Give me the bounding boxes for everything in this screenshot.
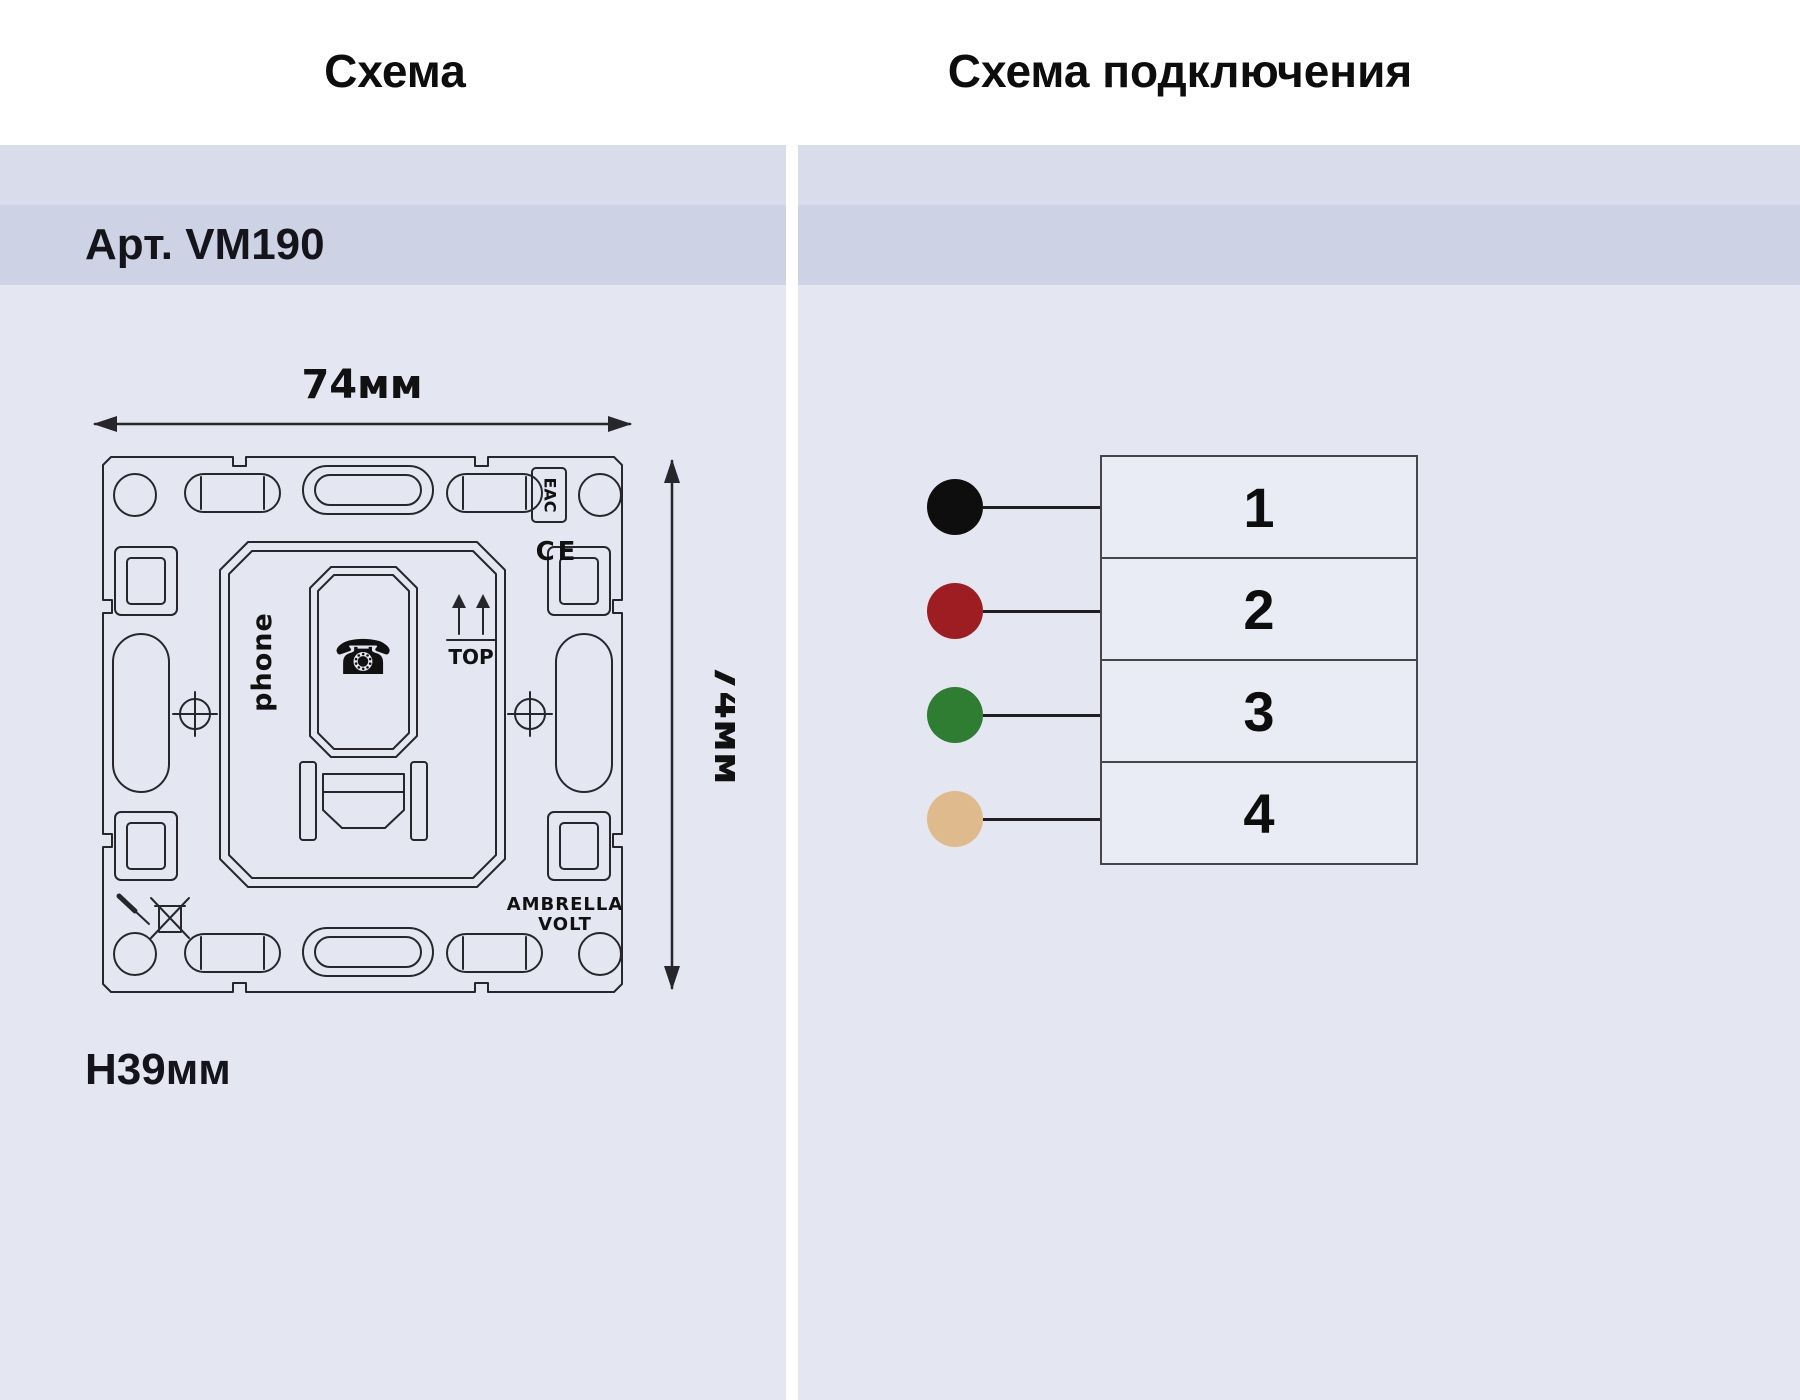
pin-row-4: 4 — [1100, 761, 1418, 865]
pin-row-1: 1 — [1100, 455, 1418, 559]
depth-dimension-label: H39мм — [85, 1045, 231, 1094]
pin-wire-4 — [927, 791, 1101, 847]
top-orientation-arrows — [446, 594, 496, 641]
column-divider — [786, 145, 798, 1400]
brand-line2: VOLT — [538, 914, 592, 935]
right-column-title: Схема подключения — [947, 45, 1413, 97]
technical-drawing: 74мм 74мм — [93, 362, 735, 993]
dimension-height: 74мм — [664, 459, 735, 990]
top-band — [0, 145, 1800, 205]
pin-color-dot-3 — [927, 687, 983, 743]
height-dimension-label: 74мм — [705, 663, 735, 784]
phone-label: phone — [247, 612, 278, 712]
screwdriver-icon — [116, 893, 150, 925]
pin-connector-line-4 — [983, 817, 1101, 821]
pin-connector-line-3 — [983, 713, 1101, 717]
eac-mark: EAC — [531, 467, 567, 523]
top-label: TOP — [448, 645, 493, 669]
pin-wire-3 — [927, 687, 1101, 743]
svg-text:EAC: EAC — [541, 477, 560, 512]
pin-color-dot-4 — [927, 791, 983, 847]
pin-color-dot-1 — [927, 479, 983, 535]
weee-crossed-bin-icon — [150, 897, 190, 939]
pin-number-table: 1 2 3 4 — [1100, 455, 1418, 865]
article-number: Арт. VM190 — [85, 220, 325, 269]
left-column-title: Схема — [324, 45, 466, 97]
width-dimension-label: 74мм — [301, 362, 422, 408]
pin-connector-line-1 — [983, 505, 1101, 509]
mounting-frame-outline — [102, 456, 623, 993]
pin-connector-line-2 — [983, 609, 1101, 613]
page-header — [0, 0, 1800, 145]
article-band — [0, 205, 1800, 285]
pin-wire-2 — [927, 583, 1101, 639]
ce-mark: CE — [536, 537, 579, 567]
pin-wire-1 — [927, 479, 1101, 535]
dimension-width: 74мм — [93, 362, 632, 432]
brand-line1: AMBRELLA — [507, 894, 624, 915]
pin-row-3: 3 — [1100, 659, 1418, 763]
pin-color-dot-2 — [927, 583, 983, 639]
pin-row-2: 2 — [1100, 557, 1418, 661]
phone-icon: ☎ — [333, 630, 393, 686]
